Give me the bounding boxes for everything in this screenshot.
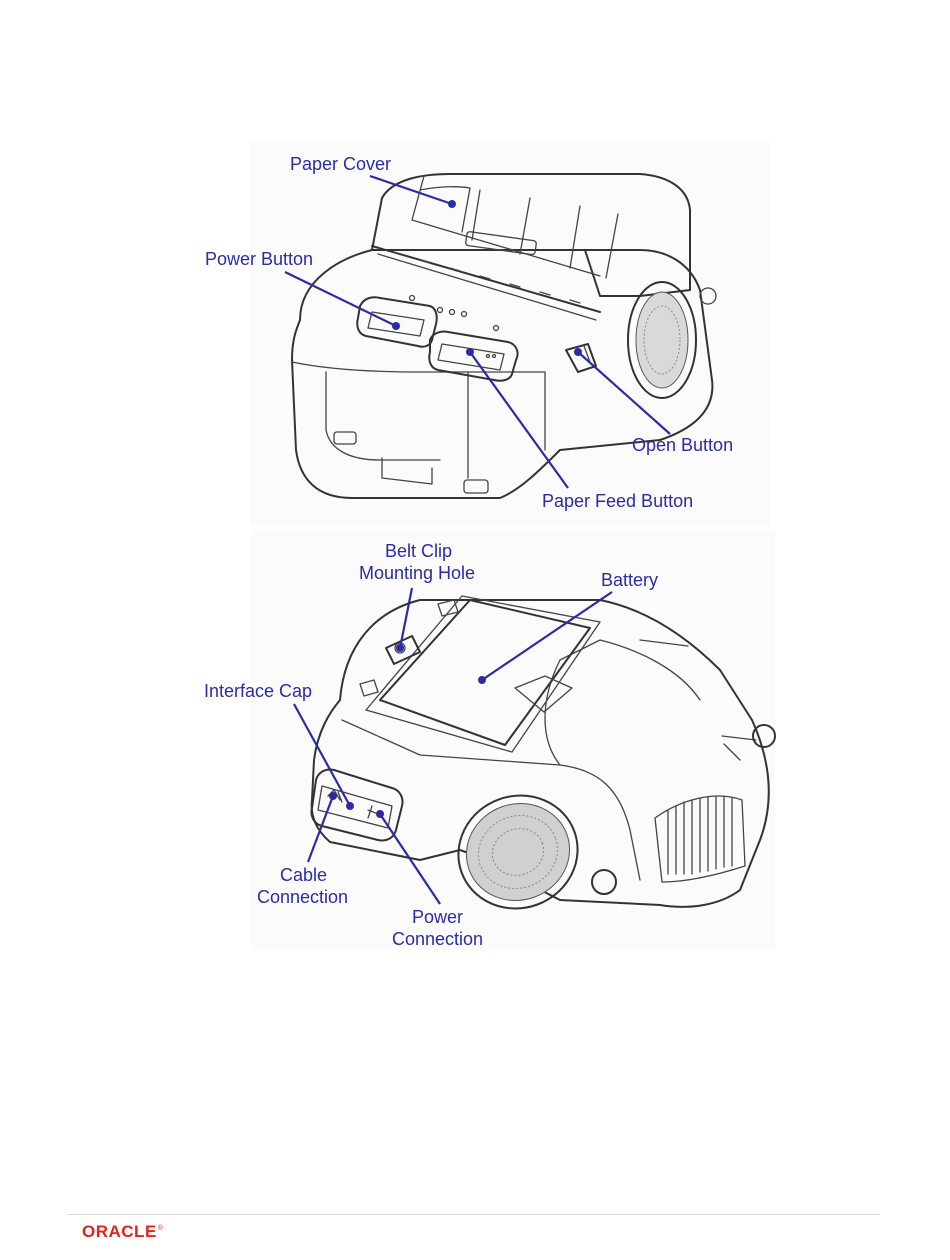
trademark-mark: ® <box>158 1225 164 1232</box>
label-belt-clip-line1: Belt Clip <box>385 541 452 561</box>
label-cable-connection-line1: Cable <box>280 865 327 885</box>
label-interface-cap: Interface Cap <box>204 681 312 701</box>
label-power-connection-line2: Connection <box>392 929 483 949</box>
logo-text: ORACLE <box>82 1222 157 1241</box>
oracle-logo: ORACLE® <box>82 1222 163 1242</box>
label-belt-clip-line2: Mounting Hole <box>359 563 475 583</box>
printer-top-view: Paper Cover Power Button Open Button Pap… <box>205 140 770 525</box>
label-battery: Battery <box>601 570 658 590</box>
label-power-button: Power Button <box>205 249 313 269</box>
label-open-button: Open Button <box>632 435 733 455</box>
label-power-connection-line1: Power <box>412 907 463 927</box>
label-paper-cover: Paper Cover <box>290 154 391 174</box>
label-paper-feed-button: Paper Feed Button <box>542 491 693 511</box>
printer-bottom-view: Belt Clip Mounting Hole Battery Interfac… <box>204 530 775 950</box>
label-cable-connection-line2: Connection <box>257 887 348 907</box>
footer-divider <box>68 1214 880 1215</box>
